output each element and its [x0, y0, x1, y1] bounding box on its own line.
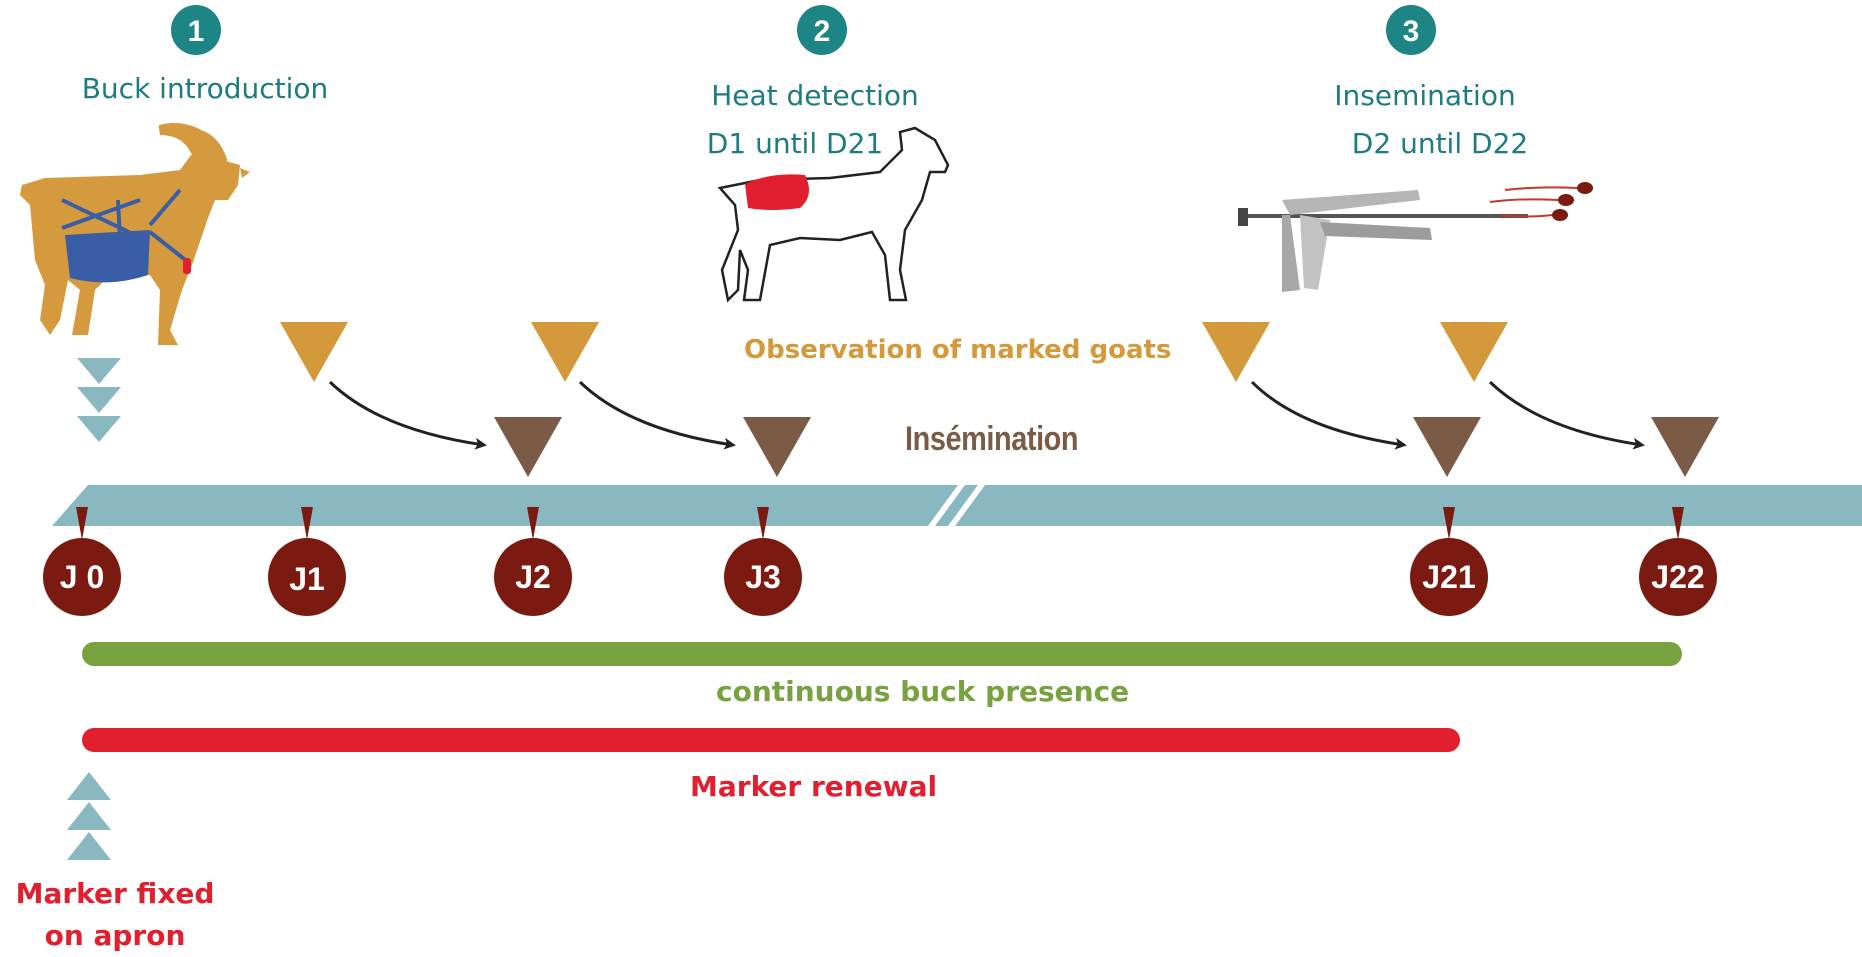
step-1-badge: 1 — [171, 5, 221, 55]
arrows — [328, 380, 1645, 450]
day-pin-j3 — [724, 507, 802, 616]
day-label: J 0 — [60, 559, 104, 595]
step-3-subtitle: D2 until D22 — [1351, 127, 1529, 160]
continuous-presence-bar — [82, 642, 1682, 666]
day-labels: J 0 J1 J2 J3 J21 J22 — [60, 559, 1705, 597]
observation-label: Observation of marked goats — [744, 335, 1172, 365]
day-label: J21 — [1422, 559, 1475, 595]
step-2-badge: 2 — [797, 5, 847, 55]
day-pin-j22 — [1639, 507, 1717, 616]
step-3-badge: 3 — [1386, 5, 1436, 55]
day-pins — [43, 507, 1717, 616]
marker-renewal-label: Marker renewal — [690, 770, 938, 803]
day-label: J3 — [745, 559, 781, 595]
timeline-bar — [52, 485, 1862, 526]
step-3-number: 3 — [1403, 15, 1420, 48]
goat-outline-icon — [717, 126, 950, 303]
step-1-title: Buck introduction — [60, 72, 350, 105]
day-label: J1 — [289, 561, 325, 597]
day-pin-j21 — [1410, 507, 1488, 616]
step-3-title: Insemination D2 until D22 — [1300, 72, 1550, 168]
step-3-title-text: Insemination — [1334, 79, 1516, 112]
marker-fixed-marks — [67, 772, 111, 860]
day-pin-j0 — [43, 507, 121, 616]
step-1-title-text: Buck introduction — [81, 72, 329, 105]
day-label: J22 — [1651, 559, 1704, 595]
step-2-title: Heat detection D1 until D21 — [680, 72, 950, 168]
observation-markers — [280, 322, 1508, 382]
continuous-presence-label: continuous buck presence — [716, 675, 1130, 708]
insemination-markers — [494, 417, 1719, 477]
buck-arrival-marks — [77, 358, 121, 442]
step-2-title-text: Heat detection — [711, 79, 919, 112]
insemination-gun-icon — [1238, 182, 1593, 292]
insemination-label: Insémination — [905, 420, 1079, 458]
day-pin-j2 — [494, 507, 572, 616]
marker-renewal-bar — [82, 728, 1460, 752]
day-pin-j1 — [268, 507, 346, 616]
step-2-subtitle: D1 until D21 — [706, 127, 884, 160]
day-label: J2 — [515, 559, 551, 595]
goat-with-apron-icon — [20, 122, 250, 345]
step-1-number: 1 — [188, 15, 205, 48]
step-2-number: 2 — [814, 15, 831, 48]
marker-fixed-label: Marker fixed on apron — [15, 877, 215, 952]
